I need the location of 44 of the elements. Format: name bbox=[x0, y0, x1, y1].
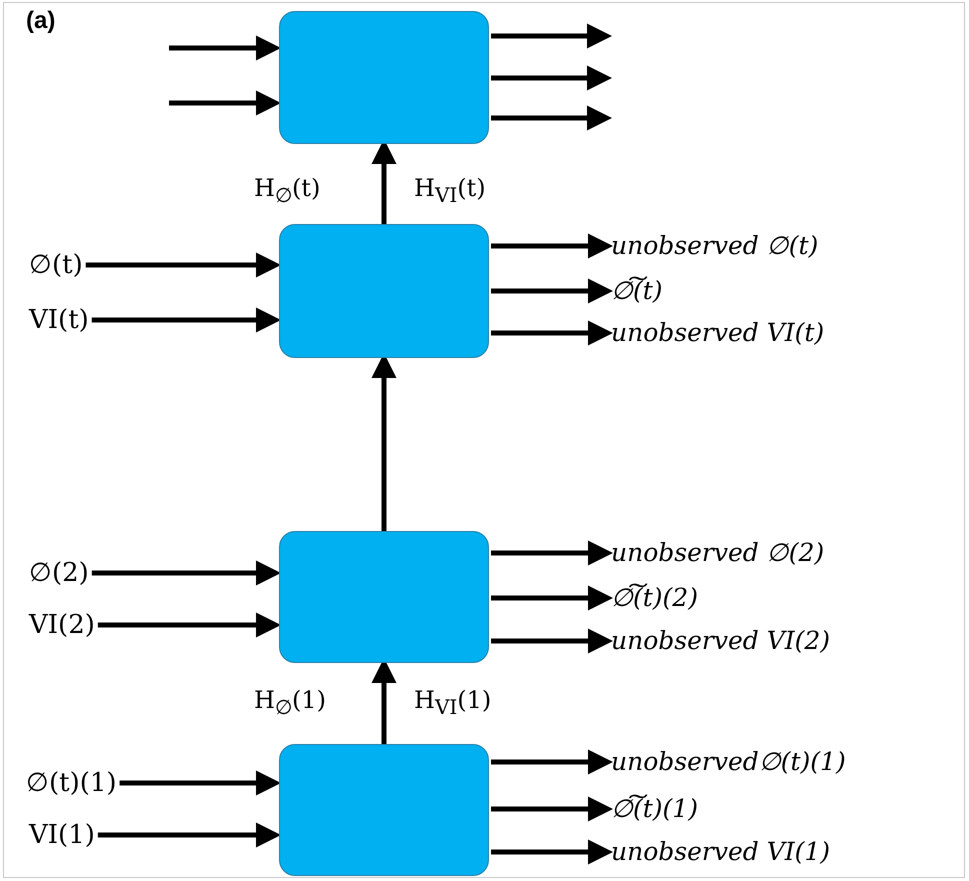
output-label: unobserved VI(2) bbox=[611, 624, 830, 658]
arrow bbox=[98, 612, 281, 638]
edge-label: H$_{∅}$(t) bbox=[254, 173, 320, 209]
output-label: unobserved VI(1) bbox=[611, 835, 830, 869]
arrow bbox=[491, 24, 612, 48]
input-label: VI(2) bbox=[29, 608, 95, 642]
arrow bbox=[491, 106, 612, 130]
arrow bbox=[491, 840, 613, 864]
process-box bbox=[279, 11, 489, 144]
input-label: ∅(t) bbox=[29, 248, 83, 282]
output-label: unobserved∅(t)(1) bbox=[611, 745, 846, 779]
hidden-state-label: H$_{VI}$(1) bbox=[414, 685, 492, 721]
arrow bbox=[169, 90, 281, 116]
arrow bbox=[491, 540, 613, 566]
output-label: unobserved ∅(t) bbox=[611, 229, 818, 263]
arrow bbox=[491, 796, 613, 822]
arrow bbox=[120, 770, 281, 796]
input-label: ∅(t)(1) bbox=[26, 766, 117, 800]
input-label: VI(1) bbox=[29, 818, 95, 852]
arrow bbox=[491, 234, 613, 258]
hidden-state-label: H$_{VI}$(t) bbox=[414, 173, 486, 209]
arrow bbox=[92, 560, 281, 586]
process-box bbox=[279, 531, 489, 663]
output-label: ∅͠(t)(1) bbox=[611, 792, 698, 826]
arrow bbox=[86, 252, 281, 278]
arrow bbox=[491, 628, 613, 654]
arrow bbox=[169, 36, 281, 60]
output-label: unobserved VI(t) bbox=[611, 316, 824, 350]
input-label: VI(t) bbox=[29, 303, 89, 337]
process-box bbox=[279, 224, 489, 358]
arrow bbox=[491, 278, 613, 304]
panel-label: (a) bbox=[26, 6, 56, 36]
arrow bbox=[491, 586, 613, 610]
arrow bbox=[491, 66, 612, 90]
input-label: ∅(2) bbox=[29, 556, 89, 590]
output-label: ∅͠(t)(2) bbox=[611, 581, 698, 615]
arrow bbox=[92, 308, 281, 332]
output-label: unobserved ∅(2) bbox=[611, 536, 824, 570]
edge-label: H$_{∅}$(1) bbox=[254, 685, 326, 721]
output-label: ∅͠(t) bbox=[611, 274, 663, 308]
arrow bbox=[491, 320, 613, 346]
process-box bbox=[279, 744, 489, 876]
arrow bbox=[98, 822, 281, 848]
arrow bbox=[491, 750, 613, 774]
